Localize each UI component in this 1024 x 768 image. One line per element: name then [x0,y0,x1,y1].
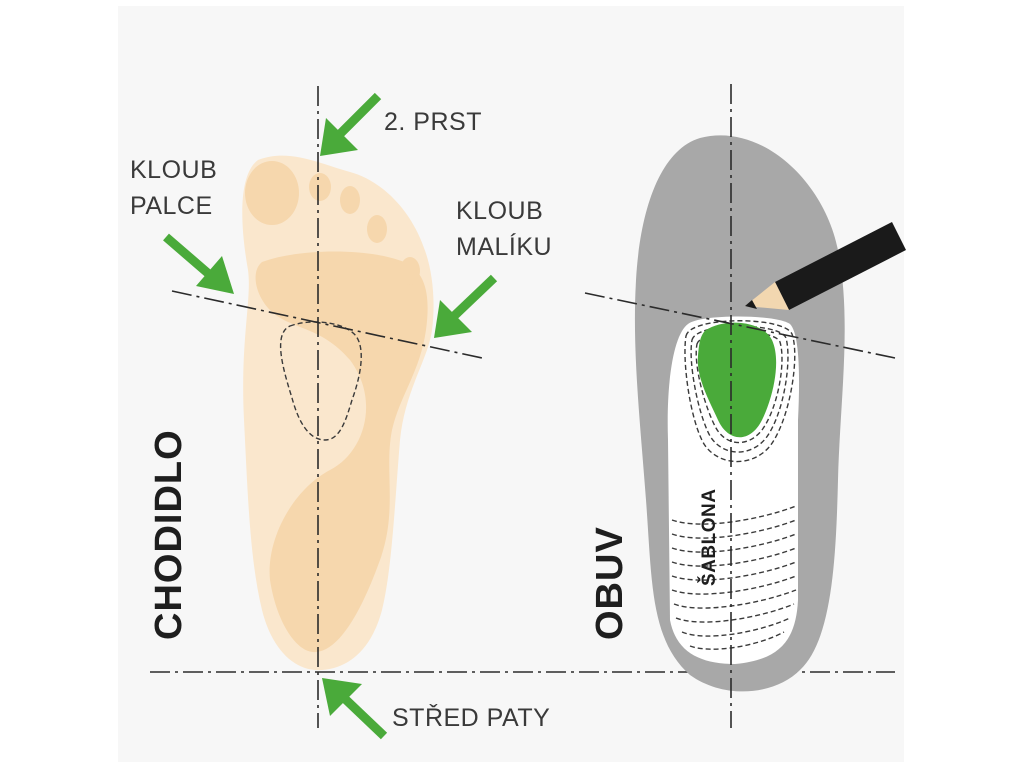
label-little-toe-joint-line2: MALÍKU [456,232,552,261]
arrow-little-toe-joint [434,274,498,338]
pencil-icon [745,222,906,310]
pencil-body [775,222,906,310]
shoe-joint-line [584,292,896,359]
arrow-second-toe [320,92,382,156]
template-green-shape [697,322,777,438]
label-foot: CHODIDLO [148,429,190,640]
foot-joint-line [171,290,483,359]
big-toe [245,161,299,225]
little-toe [400,257,420,285]
label-heel-center: STŘED PATY [392,703,550,732]
foot-illustration [242,155,434,671]
pencil-tip [745,300,757,309]
arrow-big-toe-joint [163,233,234,294]
label-second-toe: 2. PRST [384,108,482,136]
fourth-toe [367,215,387,243]
shoe-illustration [634,135,845,692]
label-big-toe-joint-line2: PALCE [130,192,213,220]
label-shoe: OBUV [589,526,631,640]
label-big-toe-joint-line1: KLOUB [130,156,217,184]
second-toe [309,173,331,201]
template-contour-1 [684,320,796,463]
third-toe [340,186,360,214]
arrow-heel-center [322,678,388,740]
label-little-toe-joint-line1: KLOUB [456,197,543,225]
pencil-wood [745,282,789,310]
foot-ball-area [255,251,428,653]
label-template: ŠABLONA [698,489,720,586]
